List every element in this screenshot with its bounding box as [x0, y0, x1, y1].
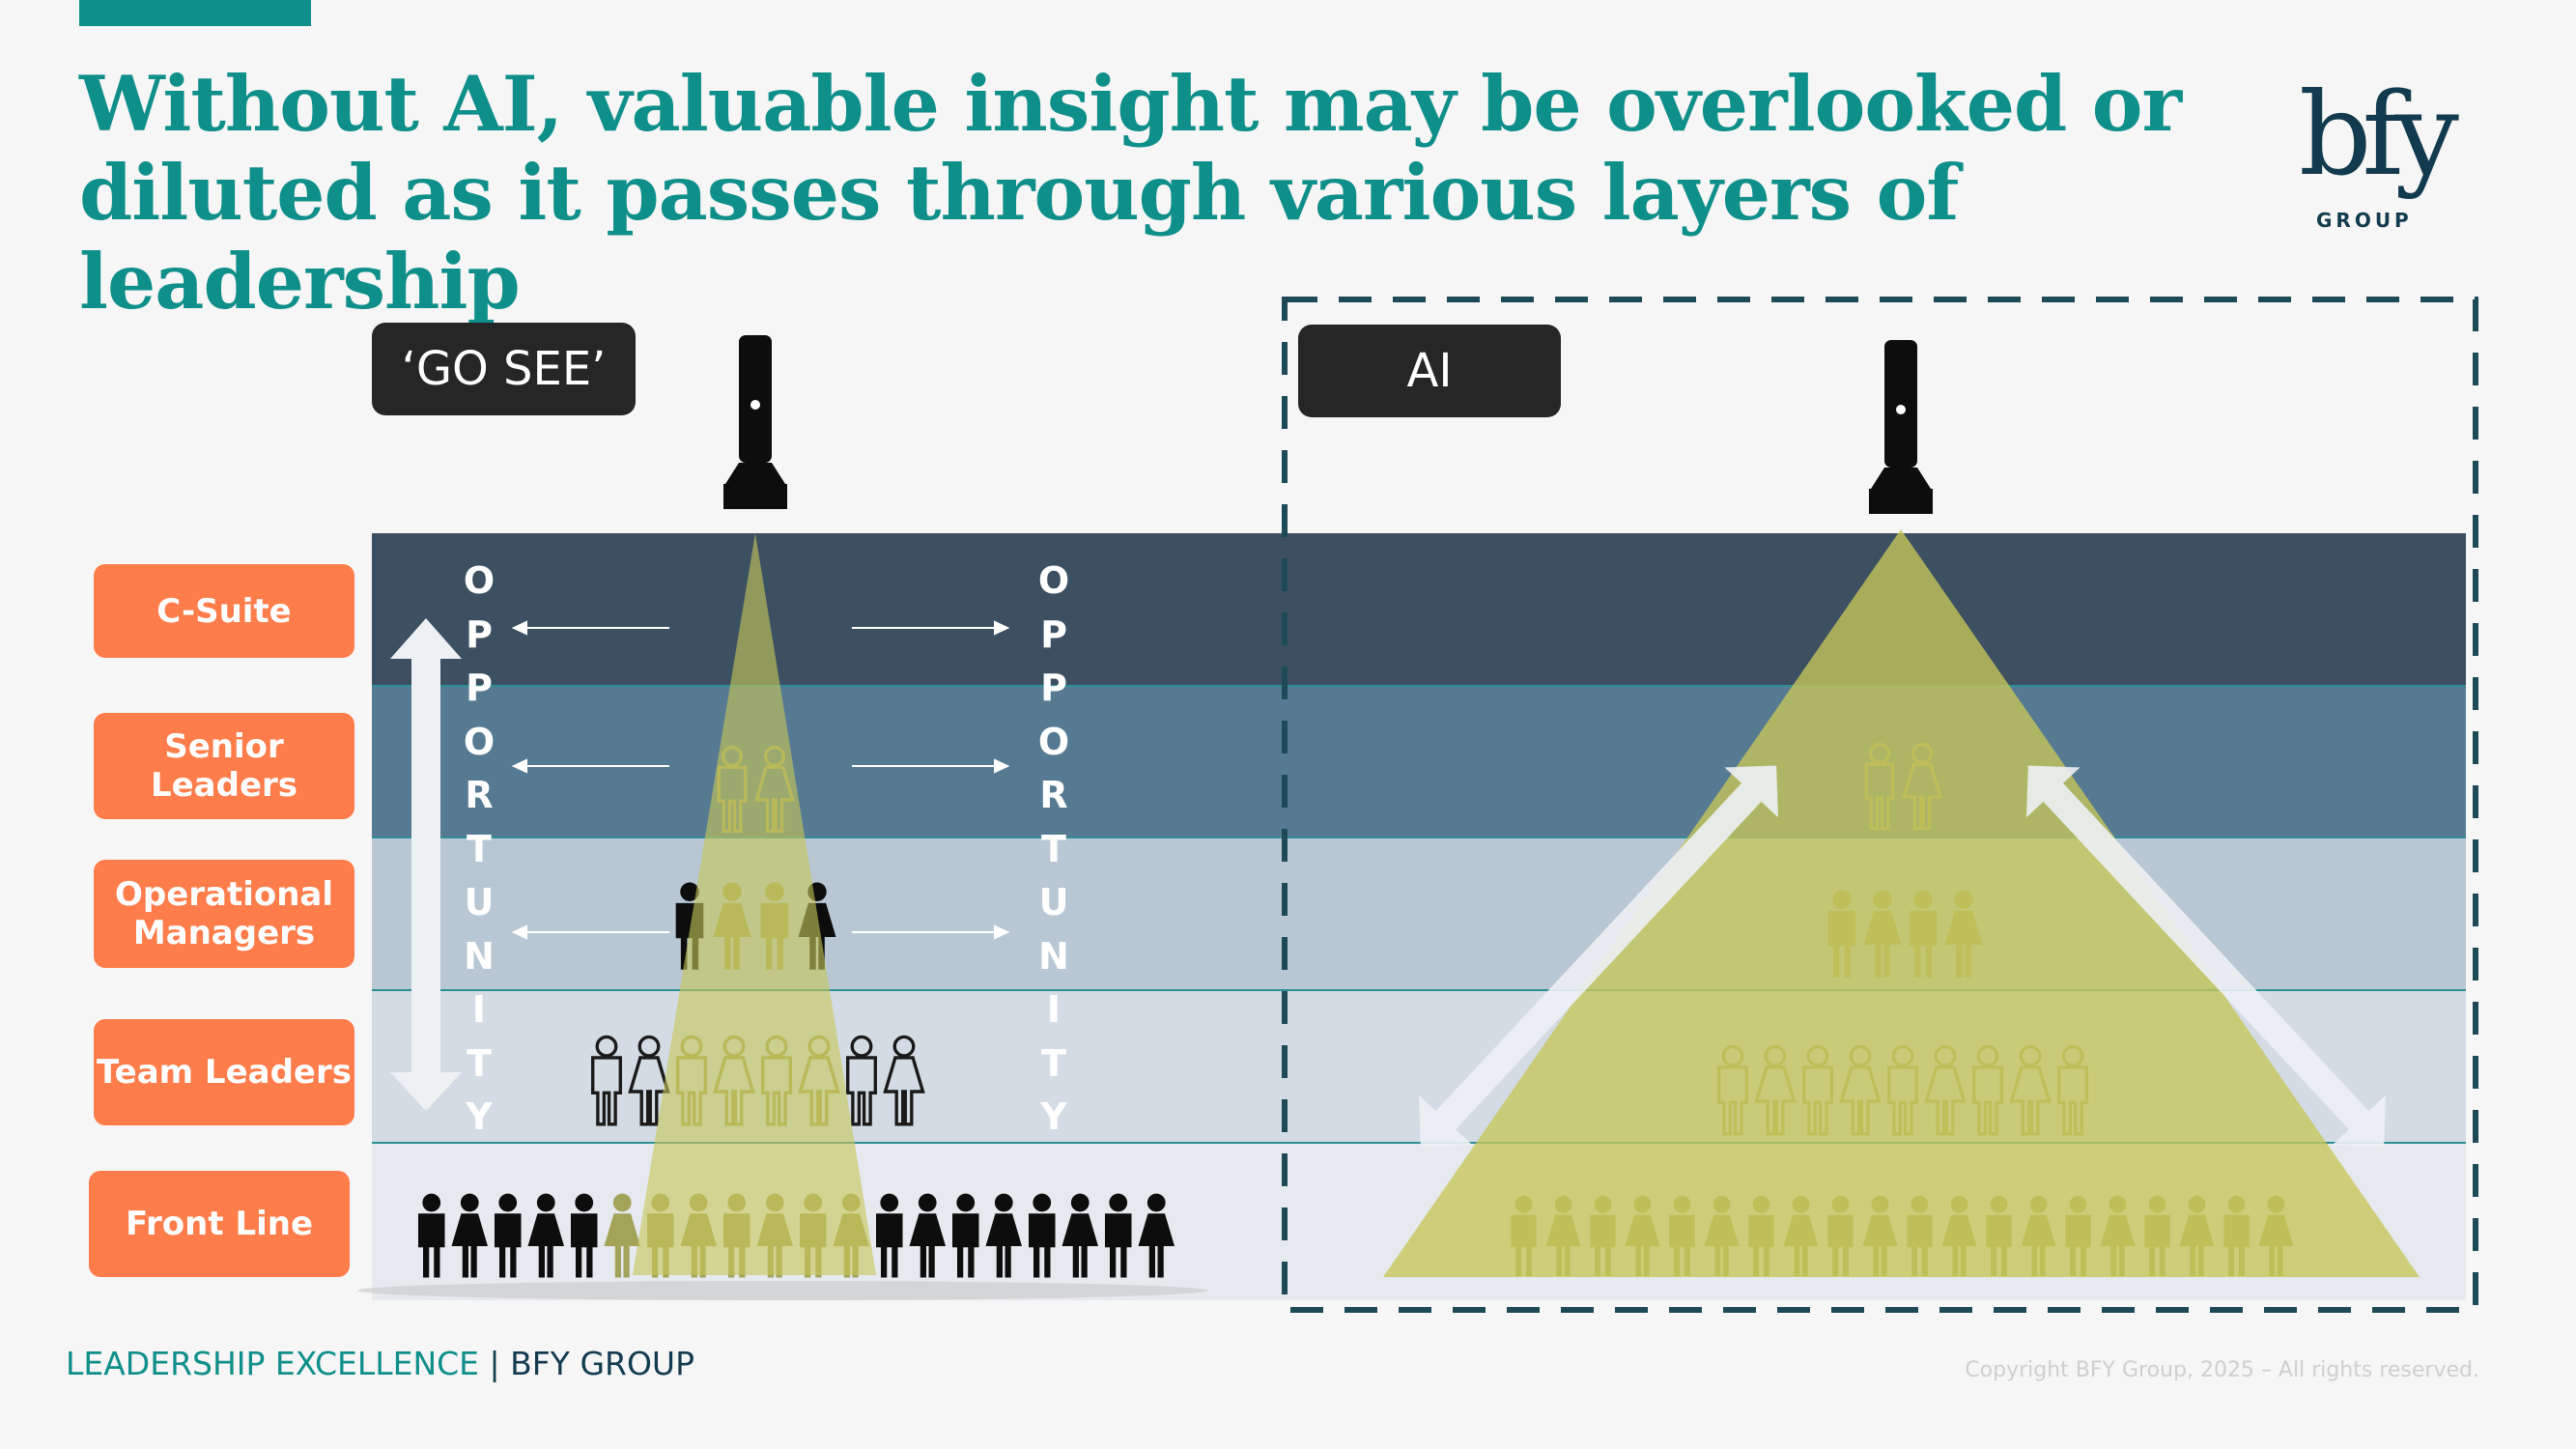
opportunity-letter: R — [1039, 774, 1068, 816]
flashlight-icon — [1869, 340, 1933, 514]
level-label-c-suite: C-Suite — [94, 564, 354, 658]
ai-dashed-frame — [1282, 297, 2478, 1313]
opportunity-letter: P — [1040, 667, 1067, 709]
opportunity-letter: O — [1037, 559, 1070, 602]
bfy-logo: bfy GROUP — [2299, 68, 2469, 232]
go-see-tag: ‘GO SEE’ — [372, 323, 636, 415]
band-c-suite — [372, 533, 2466, 686]
level-label-operational-managers: Operational Managers — [94, 860, 354, 968]
opportunity-letter: I — [471, 988, 487, 1031]
opportunity-letter: T — [467, 827, 492, 870]
opportunity-letter: P — [466, 667, 493, 709]
front-line-shadow — [357, 1281, 1207, 1300]
right-spotlight-beam — [1383, 529, 2420, 1277]
left-spotlight-beam — [633, 533, 876, 1275]
logo-subtitle: GROUP — [2316, 209, 2413, 232]
horizontal-arrows — [511, 620, 1010, 940]
opportunity-letter: P — [1040, 612, 1067, 656]
footer-program: LEADERSHIP EXCELLENCE | BFY GROUP — [66, 1345, 694, 1382]
opportunity-letter: U — [1038, 881, 1069, 923]
opportunity-letter: Y — [466, 1095, 493, 1138]
footer-program-name: LEADERSHIP EXCELLENCE — [66, 1345, 480, 1382]
vertical-double-arrow-icon — [390, 618, 462, 1111]
accent-bar — [79, 0, 311, 26]
level-label-senior-leaders: Senior Leaders — [94, 713, 354, 819]
opportunity-letter: R — [465, 774, 494, 816]
opportunity-letter: T — [467, 1041, 492, 1085]
opportunity-letter: O — [463, 559, 495, 602]
opportunity-letter: N — [1038, 934, 1069, 978]
opportunity-letter: T — [1041, 1041, 1066, 1085]
footer-separator: | — [489, 1345, 500, 1382]
logo-wordmark: bfy — [2299, 68, 2459, 201]
opportunity-letter: Y — [1040, 1095, 1067, 1138]
level-label-front-line: Front Line — [89, 1171, 350, 1277]
level-label-team-leaders: Team Leaders — [94, 1019, 354, 1125]
opportunity-letter: U — [464, 881, 495, 923]
footer-copyright: Copyright BFY Group, 2025 – All rights r… — [1965, 1358, 2479, 1382]
band-senior — [372, 686, 2466, 838]
footer-brand: BFY GROUP — [510, 1345, 694, 1382]
flashlight-icon — [723, 335, 787, 509]
diagonal-double-arrow-icon — [1418, 765, 2387, 1148]
ai-tag: AI — [1298, 325, 1561, 417]
opportunity-letter: P — [466, 612, 493, 656]
opportunity-letter: I — [1046, 988, 1062, 1031]
slide-title: Without AI, valuable insight may be over… — [79, 59, 2182, 327]
opportunity-letter: O — [463, 720, 495, 763]
opportunity-letter: N — [464, 934, 495, 978]
opportunity-letter: T — [1041, 827, 1066, 870]
opportunity-letter: O — [1037, 720, 1070, 763]
